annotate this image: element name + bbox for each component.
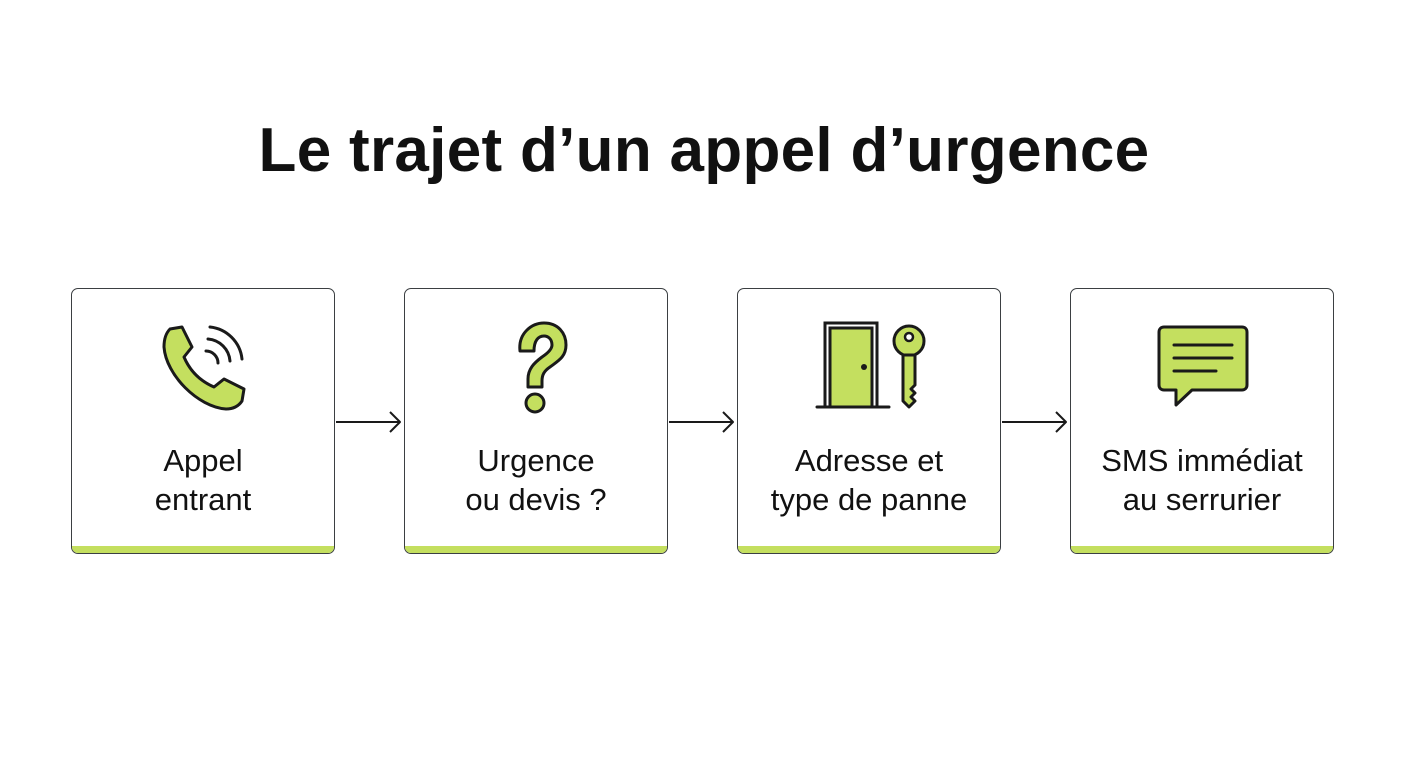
message-bubble-icon (1071, 317, 1333, 417)
step-label: Urgence ou devis ? (465, 443, 607, 517)
step-card-address-and-issue: Adresse et type de panne (737, 288, 1001, 554)
step-label: Appel entrant (154, 443, 252, 517)
accent-bar (72, 546, 334, 553)
diagram-title: Le trajet d’un appel d’urgence (258, 116, 1150, 185)
step-label: Adresse et type de panne (770, 443, 968, 517)
step-card-incoming-call: Appel entrant (71, 288, 335, 554)
accent-bar (738, 546, 1000, 553)
phone-ringing-icon (72, 317, 334, 417)
step-card-urgency-or-quote: Urgence ou devis ? (404, 288, 668, 554)
arrow-right-icon (336, 411, 401, 433)
accent-bar (1071, 546, 1333, 553)
step-card-sms-to-locksmith: SMS immédiat au serrurier (1070, 288, 1334, 554)
door-and-key-icon (738, 317, 1000, 417)
arrow-right-icon (669, 411, 734, 433)
accent-bar (405, 546, 667, 553)
question-mark-icon (405, 317, 667, 417)
step-label: SMS immédiat au serrurier (1101, 443, 1303, 517)
arrow-right-icon (1002, 411, 1067, 433)
